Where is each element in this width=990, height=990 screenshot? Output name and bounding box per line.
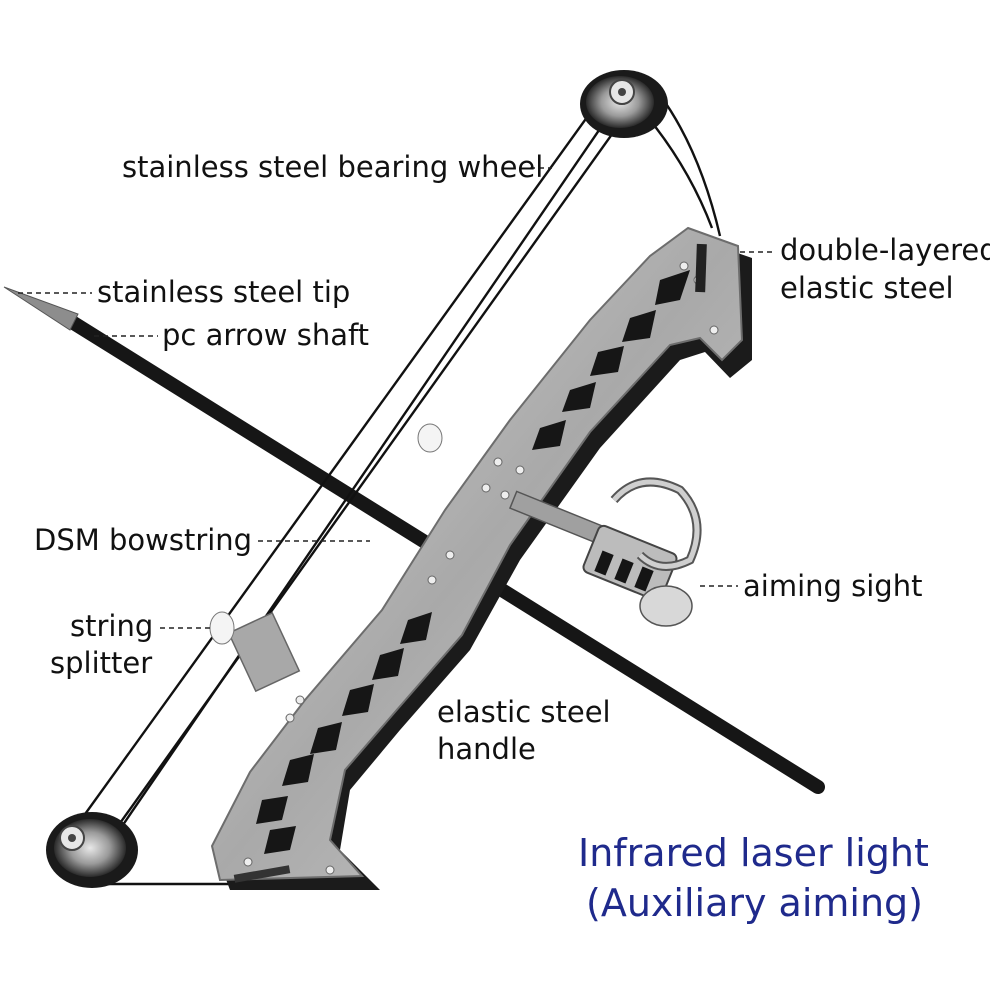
riser-grip-slot [695,243,707,293]
leader-lines [18,167,775,629]
riser-bottom-slot [233,865,291,883]
riser-cutouts [256,270,690,854]
label-elastic-steel-line2: elastic steel [780,271,954,305]
headline-line1: Infrared laser light [578,831,929,875]
riser-bolts [243,261,719,875]
label-arrow-shaft: pc arrow shaft [162,318,370,352]
bottom-wheel-icon [46,812,138,888]
aiming-sight-icon [509,477,702,627]
bearing-wheel-icon [580,70,668,138]
label-splitter-line2: splitter [50,646,153,680]
riser-plate [210,226,744,882]
string-splitter [209,423,443,693]
arrow-tip [3,286,79,331]
bowstrings [69,94,722,886]
bow-riser [210,226,752,890]
label-handle-line1: elastic steel [437,695,611,729]
label-splitter-line1: string [70,609,154,643]
label-bowstring: DSM bowstring [34,523,253,557]
headline-line2: (Auxiliary aiming) [586,881,923,925]
label-aiming-sight: aiming sight [743,569,923,603]
label-handle-line2: handle [437,732,536,766]
label-elastic-steel-line1: double-layered [780,233,990,267]
label-steel-tip: stainless steel tip [97,275,351,309]
label-bearing-wheel: stainless steel bearing wheel [122,150,544,184]
